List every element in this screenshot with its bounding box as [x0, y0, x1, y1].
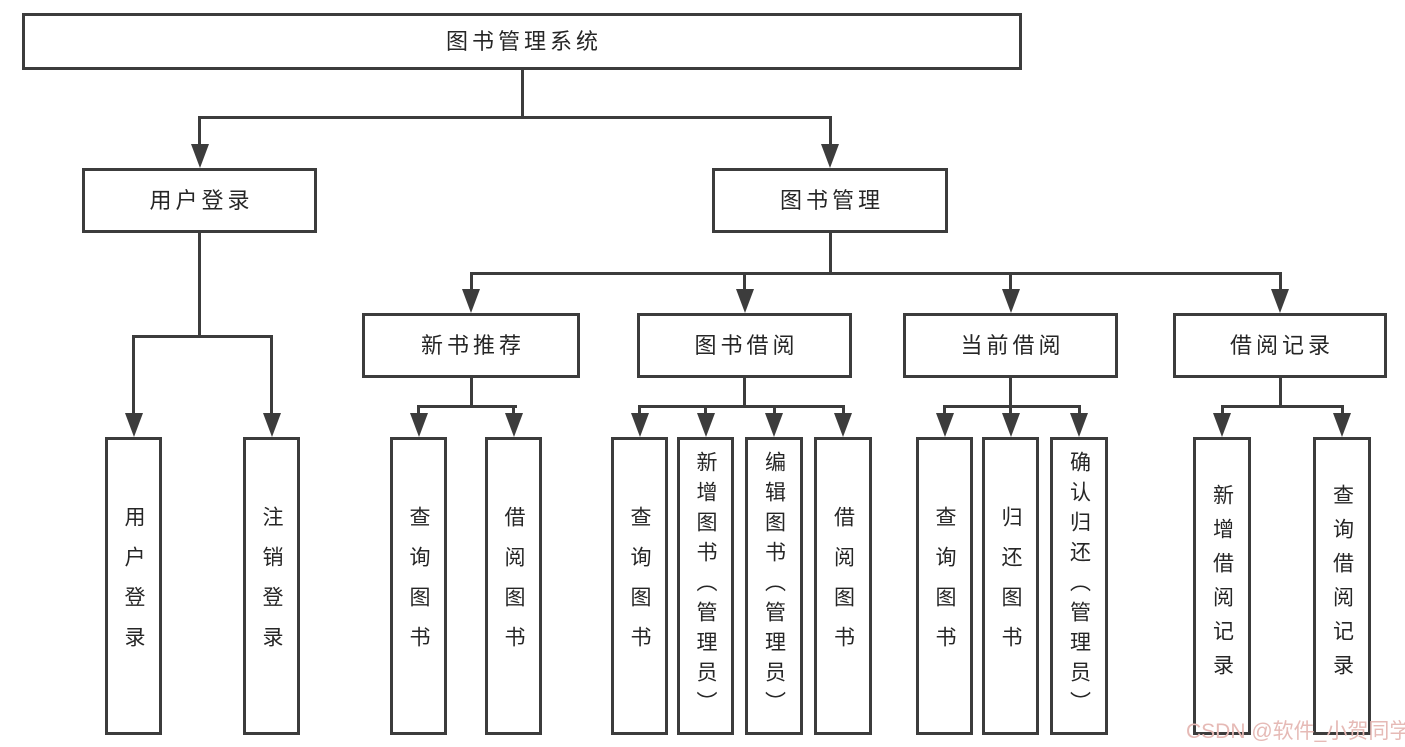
- leaf-confirm-return-admin: 确认归还（管理员）: [1050, 437, 1108, 735]
- connector-line: [828, 233, 832, 274]
- leaf-confirm-return-admin-label: 确认归还（管理员）: [1067, 451, 1091, 721]
- connector-line: [198, 233, 201, 337]
- node-current-borrow-label: 当前借阅: [960, 332, 1065, 358]
- arrowhead-down-icon: [1271, 289, 1289, 313]
- leaf-add-books-admin-label: 新增图书（管理员）: [694, 451, 717, 721]
- connector-line: [417, 405, 517, 408]
- connector-line: [469, 272, 1282, 275]
- leaf-borrow-books: 借阅图书: [814, 437, 872, 735]
- leaf-recommend-query-books: 查询图书: [390, 437, 447, 735]
- node-book-borrow-label: 图书借阅: [694, 332, 799, 358]
- csdn-watermark: CSDN @软件_小贺同学: [1186, 720, 1405, 743]
- node-book-management: 图书管理: [712, 168, 948, 233]
- connector-line: [743, 377, 746, 407]
- node-new-book-recommend: 新书推荐: [362, 313, 580, 378]
- node-borrow-records-label: 借阅记录: [1229, 332, 1334, 358]
- node-current-borrow: 当前借阅: [903, 313, 1118, 378]
- arrowhead-down-icon: [821, 144, 839, 168]
- connector-line: [1220, 405, 1344, 408]
- connector-line: [638, 405, 845, 408]
- arrowhead-down-icon: [504, 413, 523, 437]
- leaf-edit-books-admin-label: 编辑图书（管理员）: [762, 451, 786, 721]
- connector-line: [943, 405, 946, 417]
- arrowhead-down-icon: [765, 413, 783, 437]
- leaf-edit-books-admin: 编辑图书（管理员）: [745, 437, 803, 735]
- connector-line: [1009, 272, 1012, 291]
- arrowhead-down-icon: [462, 289, 480, 313]
- node-user-login: 用户登录: [82, 168, 317, 233]
- connector-line: [198, 116, 832, 119]
- leaf-return-books-label: 归还图书: [999, 506, 1022, 666]
- connector-line: [132, 335, 135, 415]
- leaf-recommend-borrow-books: 借阅图书: [485, 437, 542, 735]
- arrowhead-down-icon: [834, 413, 852, 437]
- leaf-query-borrow-record: 查询借阅记录: [1313, 437, 1371, 735]
- leaf-current-query-books-label: 查询图书: [933, 506, 956, 666]
- connector-line: [417, 405, 420, 417]
- node-user-login-label: 用户登录: [149, 187, 254, 213]
- leaf-logout: 注销登录: [243, 437, 300, 735]
- connector-line: [132, 335, 273, 338]
- arrowhead-down-icon: [190, 144, 209, 168]
- connector-line: [469, 377, 473, 407]
- leaf-user-login-label: 用户登录: [122, 506, 145, 666]
- connector-line: [704, 405, 707, 417]
- leaf-current-query-books: 查询图书: [916, 437, 973, 735]
- connector-line: [1340, 405, 1344, 417]
- arrowhead-down-icon: [1333, 413, 1351, 437]
- connector-line: [198, 116, 201, 148]
- leaf-add-borrow-record-label: 新增借阅记录: [1210, 484, 1234, 688]
- node-book-borrow: 图书借阅: [637, 313, 852, 378]
- leaf-query-borrow-record-label: 查询借阅记录: [1330, 484, 1354, 688]
- leaf-borrow-books-label: 借阅图书: [831, 506, 855, 666]
- connector-line: [1009, 377, 1012, 407]
- connector-line: [743, 272, 746, 291]
- node-root-label: 图书管理系统: [445, 28, 602, 54]
- arrowhead-down-icon: [1001, 413, 1020, 437]
- arrowhead-down-icon: [696, 413, 715, 437]
- connector-line: [1220, 405, 1224, 417]
- leaf-recommend-query-books-label: 查询图书: [407, 506, 430, 666]
- arrowhead-down-icon: [262, 413, 281, 437]
- leaf-borrow-query-books: 查询图书: [611, 437, 668, 735]
- connector-line: [772, 405, 776, 417]
- arrowhead-down-icon: [1213, 413, 1231, 437]
- connector-line: [943, 405, 1081, 408]
- node-borrow-records: 借阅记录: [1173, 313, 1387, 378]
- arrowhead-down-icon: [1001, 289, 1020, 313]
- arrowhead-down-icon: [409, 413, 428, 437]
- node-root: 图书管理系统: [22, 13, 1022, 70]
- connector-line: [841, 405, 845, 417]
- leaf-borrow-query-books-label: 查询图书: [628, 506, 651, 666]
- connector-line: [1077, 405, 1081, 417]
- leaf-user-login: 用户登录: [105, 437, 162, 735]
- node-new-book-recommend-label: 新书推荐: [420, 332, 525, 358]
- leaf-return-books: 归还图书: [982, 437, 1039, 735]
- connector-line: [1278, 377, 1282, 407]
- arrowhead-down-icon: [630, 413, 649, 437]
- connector-line: [1009, 405, 1012, 417]
- arrowhead-down-icon: [124, 413, 143, 437]
- connector-line: [1278, 272, 1282, 291]
- arrowhead-down-icon: [1070, 413, 1088, 437]
- arrowhead-down-icon: [735, 289, 754, 313]
- leaf-logout-label: 注销登录: [260, 506, 283, 666]
- connector-line: [512, 405, 515, 417]
- arrowhead-down-icon: [935, 413, 954, 437]
- leaf-recommend-borrow-books-label: 借阅图书: [502, 506, 525, 666]
- node-book-management-label: 图书管理: [779, 187, 884, 213]
- connector-line: [638, 405, 641, 417]
- connector-line: [469, 272, 473, 291]
- connector-line: [270, 335, 273, 415]
- leaf-add-borrow-record: 新增借阅记录: [1193, 437, 1251, 735]
- leaf-add-books-admin: 新增图书（管理员）: [677, 437, 734, 735]
- connector-line: [520, 69, 524, 119]
- connector-line: [828, 116, 832, 148]
